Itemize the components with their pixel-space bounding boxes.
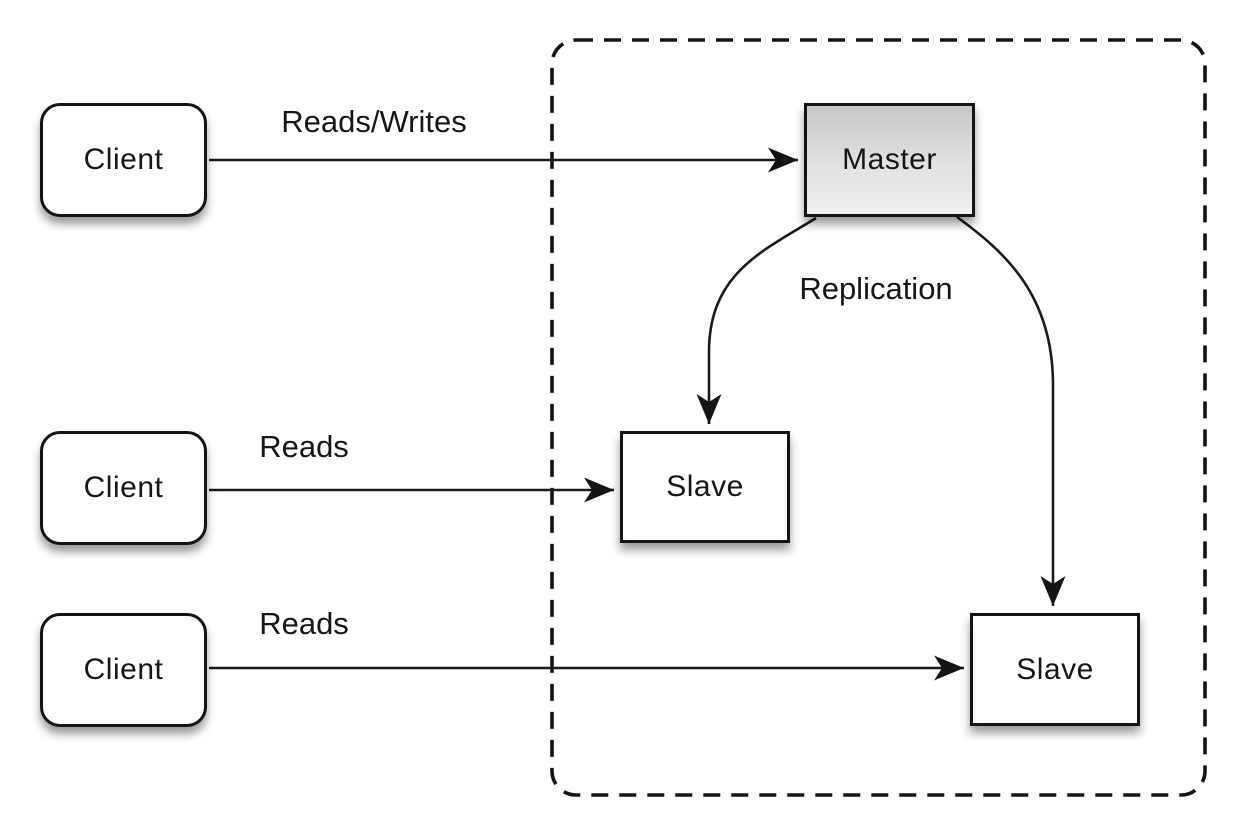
replication-arrow-left — [696, 216, 817, 424]
reads-writes-label: Reads/Writes — [281, 104, 467, 139]
replication-group-boundary — [550, 38, 1207, 797]
master-node: Master — [804, 103, 975, 217]
client-node-3: Client — [40, 613, 207, 727]
client-node-2: Client — [40, 431, 207, 545]
reads-label-bottom: Reads — [259, 606, 349, 641]
slave-node-2-label: Slave — [1016, 652, 1094, 686]
slave-node-1: Slave — [620, 431, 790, 543]
replication-label: Replication — [799, 271, 953, 306]
client-node-2-label: Client — [83, 471, 164, 504]
client-node-1-label: Client — [83, 143, 164, 176]
client-node-1: Client — [40, 103, 207, 217]
replication-arrow-right — [956, 215, 1066, 606]
slave-node-1-label: Slave — [666, 470, 744, 503]
master-node-label: Master — [842, 143, 937, 176]
client-node-3-label: Client — [83, 653, 164, 686]
slave-node-2: Slave — [970, 613, 1140, 726]
reads-label-top: Reads — [259, 429, 349, 464]
